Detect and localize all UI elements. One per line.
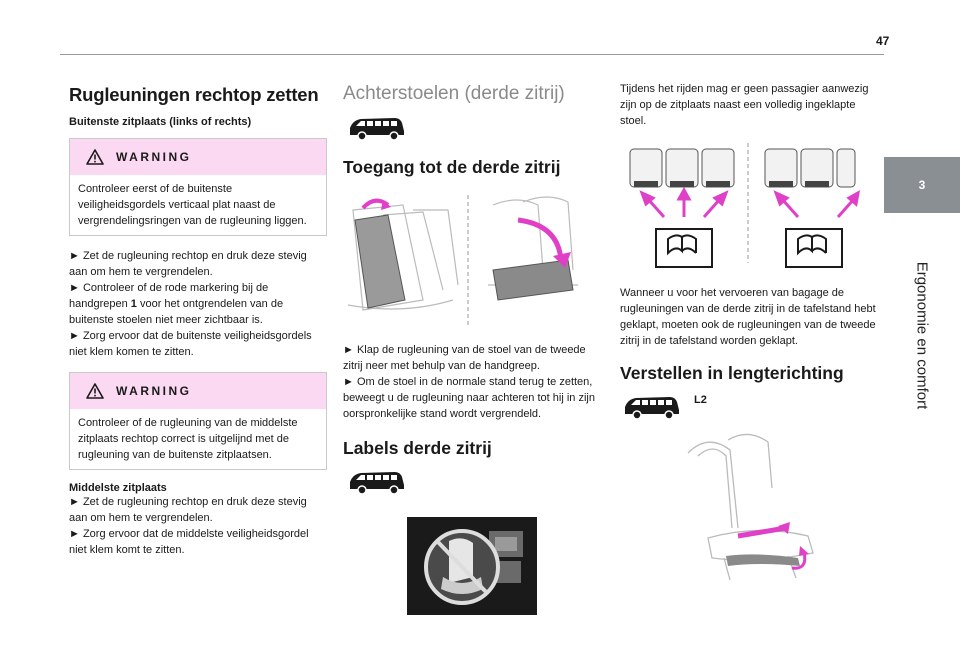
steps-list: ► Zet de rugleuning rechtop en druk deze… [69, 248, 327, 360]
column-right: Tijdens het rijden mag er geen passagier… [620, 82, 878, 588]
warning-text: Controleer of de rugleuning van de midde… [78, 417, 298, 461]
warning-triangle-icon [86, 149, 104, 165]
section-title: Rugleuningen rechtop zetten [69, 84, 319, 105]
version-row: L2 [620, 394, 878, 422]
chapter-tab: 3 [884, 157, 960, 213]
van-icon [625, 397, 679, 420]
header-rule [60, 54, 884, 55]
paragraph: Tijdens het rijden mag er geen passagier… [620, 83, 869, 127]
step-item: ► Controleer of de rode markering bij de… [69, 282, 284, 326]
subsection-title: Verstellen in lengterichting [620, 363, 844, 383]
subsection-title: Buitenste zitplaats (links of rechts) [69, 116, 252, 128]
seat-folding-illustration [347, 195, 578, 325]
step-item: ► Zorg ervoor dat de middelste veilighei… [69, 528, 309, 556]
paragraph: Wanneer u voor het vervoeren van bagage … [620, 287, 876, 347]
no-seat-label-illustration [407, 517, 537, 615]
van-icon [350, 472, 404, 495]
van-icon [350, 118, 404, 141]
chapter-title: Ergonomie en comfort [913, 261, 931, 410]
warning-label: WARNING [116, 384, 192, 398]
steps-list: ► Klap de rugleuning van de stoel van de… [343, 342, 605, 422]
section-title: Achterstoelen (derde zitrij) [343, 83, 565, 104]
chapter-number: 3 [918, 178, 926, 192]
step-item: ► Zet de rugleuning rechtop en druk deze… [69, 250, 307, 278]
column-left: Rugleuningen rechtop zetten Buitenste zi… [69, 82, 327, 558]
version-label: L2 [694, 394, 707, 406]
subsection-title: Middelste zitplaats [69, 482, 167, 494]
warning-label: WARNING [116, 150, 192, 164]
warning-box: WARNING Controleer eerst of de buitenste… [69, 138, 327, 236]
page-number: 47 [876, 34, 890, 48]
warning-box: WARNING Controleer of de rugleuning van … [69, 372, 327, 470]
warning-triangle-icon [86, 383, 104, 399]
seat-adjust-illustration [687, 433, 814, 581]
warning-header: WARNING [70, 139, 326, 175]
chapter-label: Ergonomie en comfort [884, 213, 960, 458]
warning-header: WARNING [70, 373, 326, 409]
step-item: ► Zorg ervoor dat de buitenste veilighei… [69, 330, 312, 358]
callout-number: 1 [130, 298, 137, 310]
column-middle: Achterstoelen (derde zitrij) Toegang tot… [343, 82, 605, 615]
step-item: ► Om de stoel in de normale stand terug … [343, 376, 595, 420]
step-item: ► Zet de rugleuning rechtop en druk deze… [69, 496, 307, 524]
manual-book-icon [655, 228, 713, 268]
warning-text: Controleer eerst of de buitenste veiligh… [78, 183, 307, 227]
subsection-title: Toegang tot de derde zitrij [343, 157, 561, 177]
manual-book-icon [785, 228, 843, 268]
subsection-title: Labels derde zitrij [343, 438, 492, 458]
seat-rows-illustration [629, 143, 860, 268]
step-item: ► Klap de rugleuning van de stoel van de… [343, 344, 586, 372]
